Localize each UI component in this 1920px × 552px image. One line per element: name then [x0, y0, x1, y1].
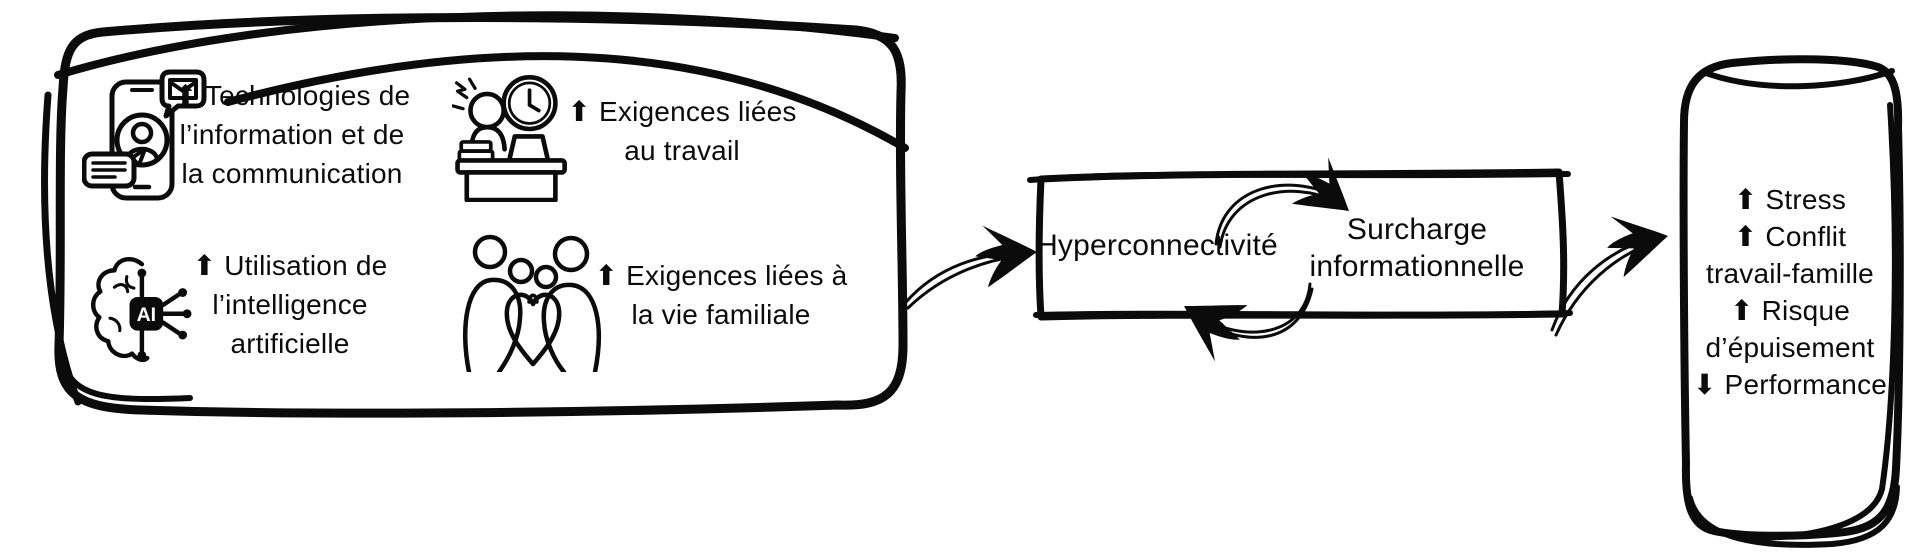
work-demands-label: ⬆ Exigences liées au travail — [547, 92, 817, 170]
svg-text:AI: AI — [137, 304, 156, 326]
ai-use-line-2: l’intelligence — [212, 289, 368, 320]
smartphone-messages-icon — [82, 66, 212, 206]
outcome-performance: ⬇ Performance — [1692, 369, 1888, 400]
outcome-conflict-2: travail-famille — [1706, 258, 1874, 289]
outcome-burnout-risk: ⬆ Risque — [1730, 295, 1850, 326]
outcomes-box-outline — [1679, 55, 1904, 548]
ai-use-line-3: artificielle — [230, 328, 350, 359]
information-overload-line-1: Surcharge — [1346, 213, 1488, 246]
information-overload-line-2: informationnelle — [1309, 250, 1525, 283]
ai-use-label: ⬆ Utilisation de l’intelligence artifici… — [155, 246, 425, 363]
hyperconnectivity-line: Hyperconnectivité — [1036, 229, 1278, 262]
ai-use-line-1: ⬆ Utilisation de — [192, 250, 388, 281]
ict-line-3: la communication — [181, 158, 403, 189]
information-overload-label: Surcharge informationnelle — [1287, 211, 1547, 285]
hyperconnectivity-label: Hyperconnectivité — [1032, 227, 1282, 264]
stressed-worker-clock-icon — [452, 68, 572, 202]
work-demands-line-1: ⬆ Exigences liées — [567, 96, 797, 127]
family-demands-line-1: ⬆ Exigences liées à — [594, 260, 848, 291]
outcomes-label: ⬆ Stress ⬆ Conflit travail-famille ⬆ Ris… — [1680, 181, 1900, 403]
outcome-stress: ⬆ Stress — [1733, 184, 1847, 215]
ict-line-1: ⬆ Technologies de — [173, 80, 411, 111]
family-demands-line-2: la vie familiale — [631, 299, 811, 330]
antecedents-box-outline — [40, 11, 909, 418]
cycle-box-outline — [1027, 168, 1573, 321]
ict-label: ⬆ Technologies de l’information et de la… — [157, 76, 427, 193]
family-demands-label: ⬆ Exigences liées à la vie familiale — [586, 256, 856, 334]
work-demands-line-2: au travail — [624, 135, 740, 166]
ai-brain-chip-icon: AI — [85, 250, 205, 374]
family-heart-icon — [452, 232, 612, 372]
ict-line-2: l’information et de — [179, 119, 405, 150]
outcome-burnout-risk-2: d’épuisement — [1705, 332, 1875, 363]
outcome-conflict: ⬆ Conflit — [1733, 221, 1847, 252]
